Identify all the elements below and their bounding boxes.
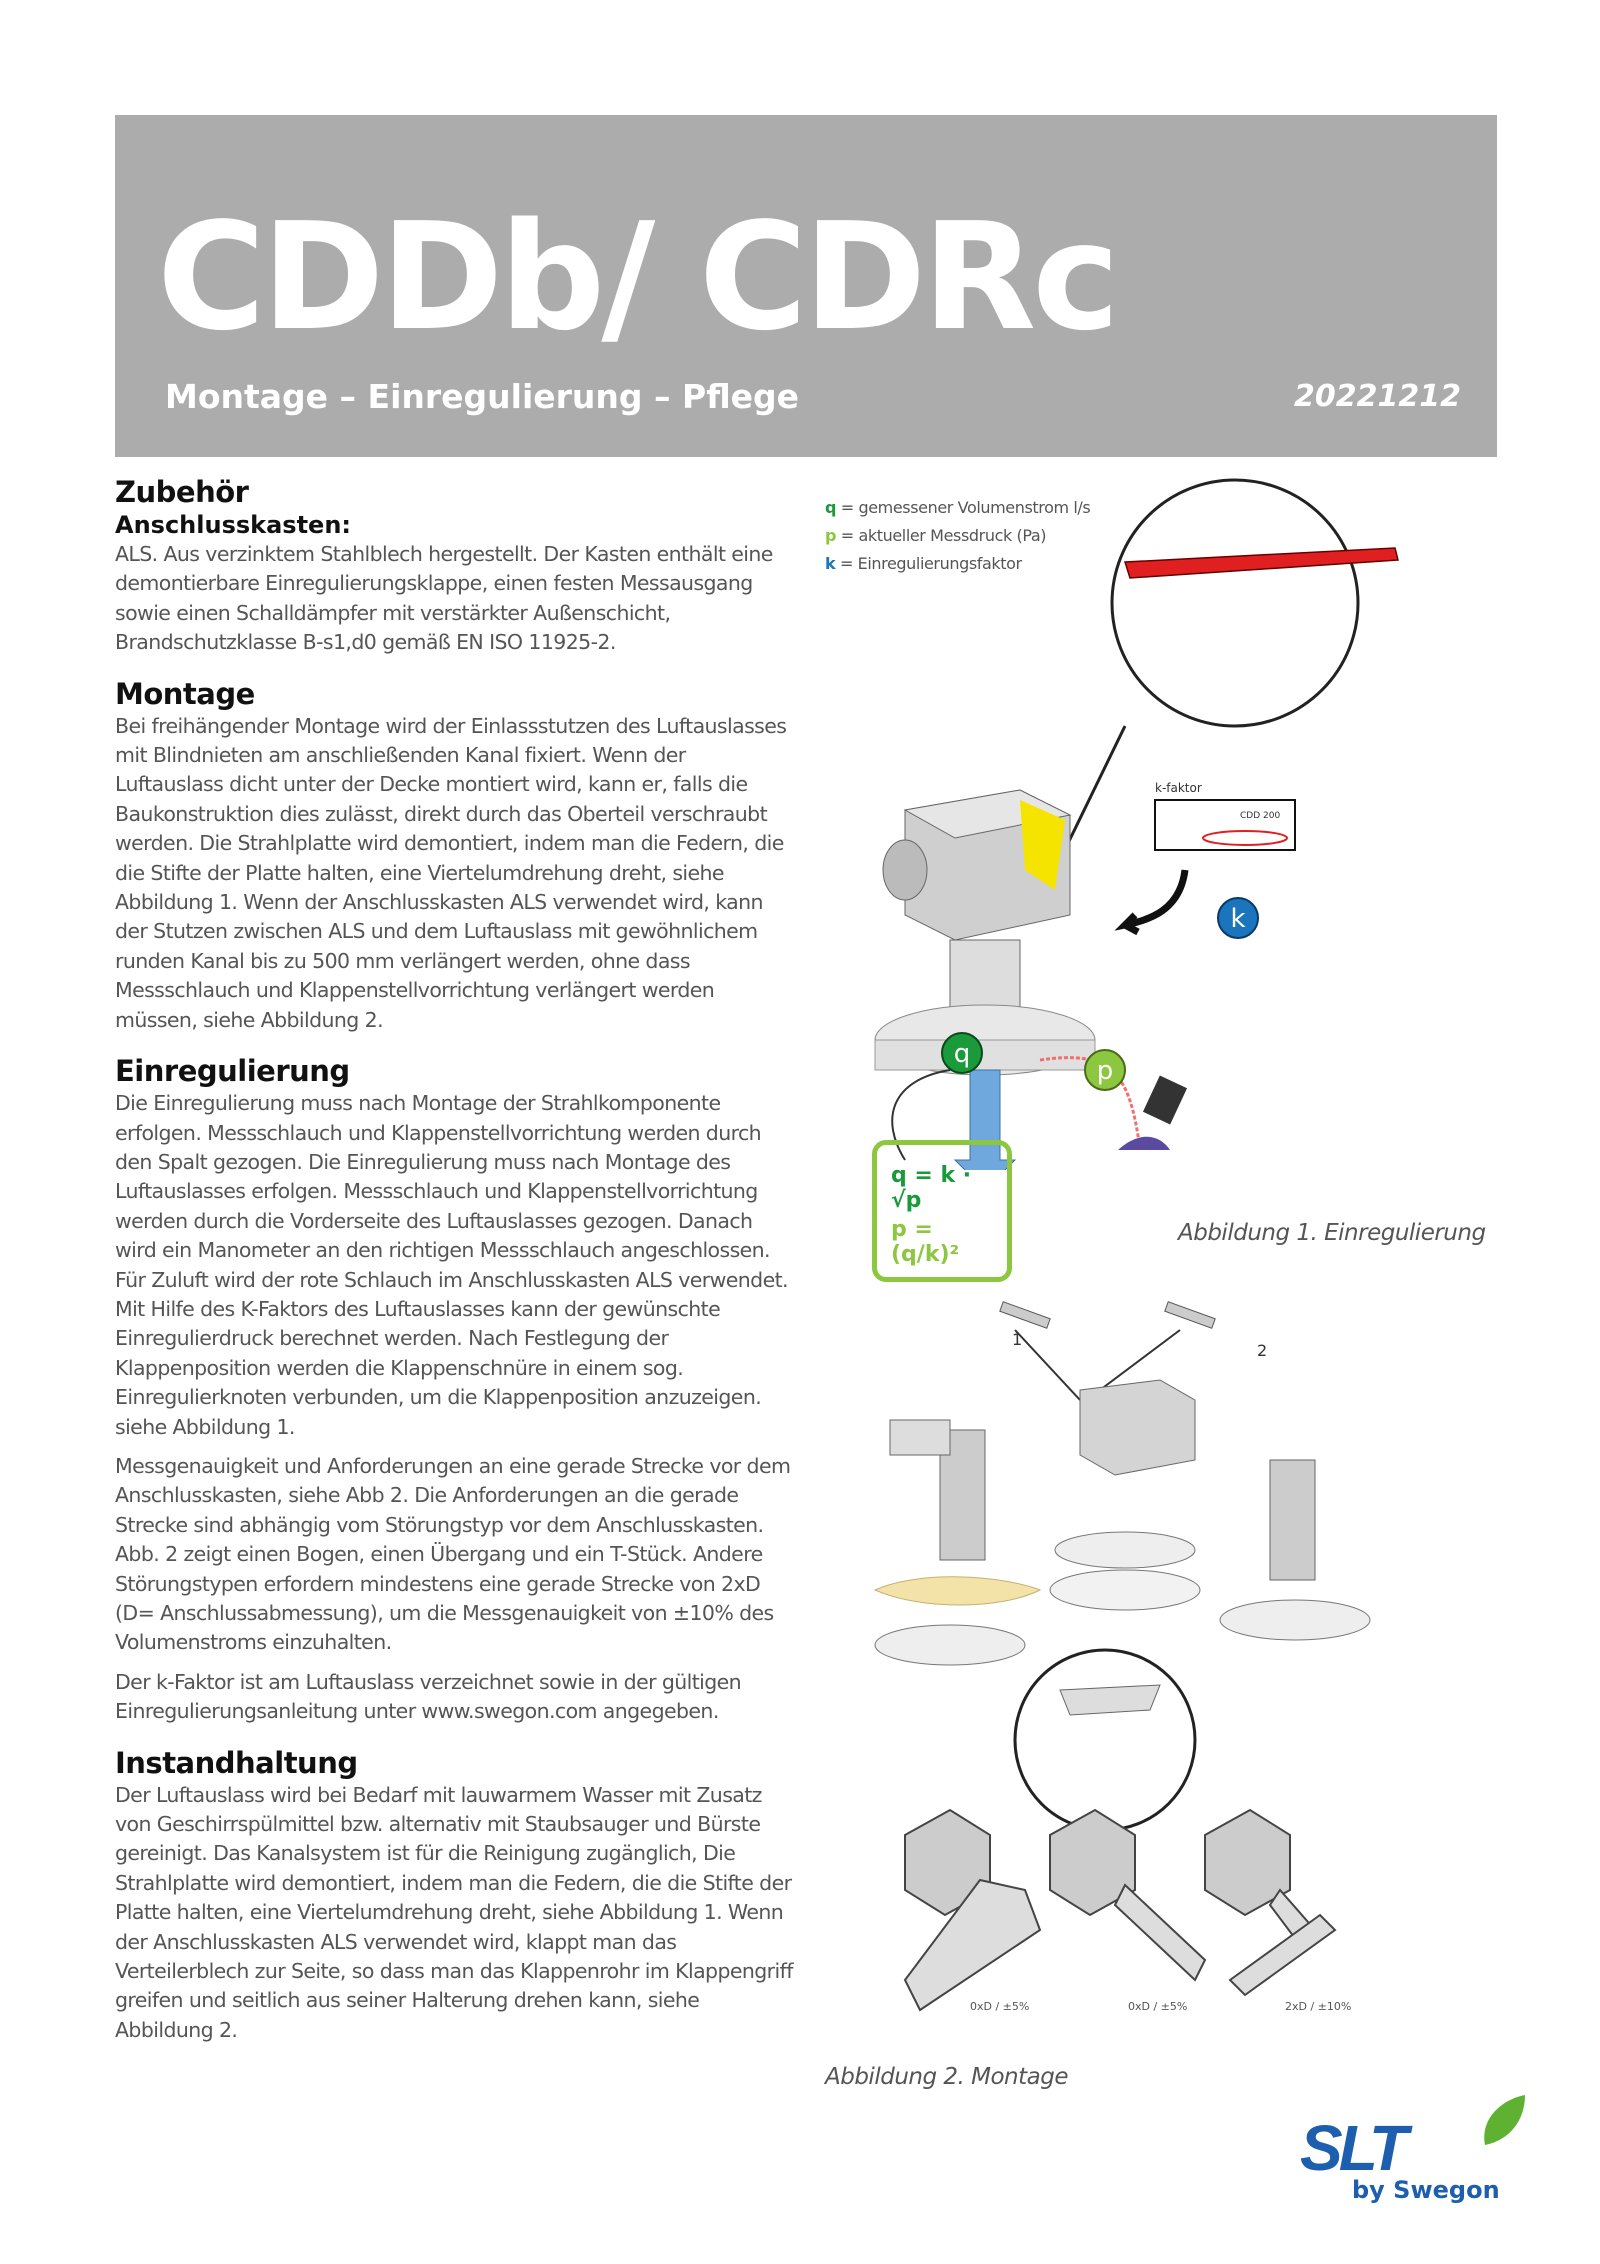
paragraph: Bei freihängender Montage wird der Einla… [115,713,787,1032]
damper-cord [891,1069,951,1161]
duct-label: 0xD / ±5% [970,2000,1029,2013]
figure1-legend: q = gemessener Volumenstrom l/s p = aktu… [825,494,1091,578]
formula-q: q = k · √p [891,1163,972,1213]
legend-item-k: k = Einregulierungsfaktor [825,550,1090,578]
badge-q: q [941,1032,983,1074]
section-subheading: Anschlusskasten: [115,511,352,539]
legend-item-p: p = aktueller Messdruck (Pa) [825,522,1090,550]
leaf-icon [1484,2095,1525,2145]
kfactor-highlight [1202,830,1288,846]
legend-symbol: p [825,526,837,545]
duct-tee [1204,1808,1337,1997]
duct-bend [903,1808,1042,2012]
assembly-line [1014,1329,1081,1401]
badge-letter: q [954,1039,971,1069]
type-plate-icon [1154,799,1296,851]
legend-text: = gemessener Volumenstrom l/s [840,498,1091,517]
document-date: 20221212 [1294,379,1461,414]
connection-box-icon [1079,1379,1196,1476]
paragraph: Der k-Faktor ist am Luftauslass verzeich… [115,1669,742,1724]
badge-circle [1217,897,1259,939]
figure2-caption: Abbildung 2. Montage [825,2064,1069,2090]
duct-extension-icon [1219,1459,1371,1641]
logo-subtitle: by Swegon [1352,2176,1500,2204]
document-title: CDDb/ CDRc [157,191,1120,363]
diffuser-plate-icon [874,1624,1026,1666]
figure1-caption: Abbildung 1. Einregulierung [1178,1220,1486,1246]
badge-k: k [1217,897,1259,939]
legend-item-q: q = gemessener Volumenstrom l/s [825,494,1091,522]
document-subtitle: Montage – Einregulierung – Pflege [165,377,800,416]
detail-magnifier [1110,478,1360,728]
fig2-label-2: 2 [1257,1341,1267,1360]
section-heading: Zubehör [115,475,249,509]
formula-p: p = (q/k)² [891,1217,960,1267]
mounting-bracket-icon [1164,1301,1216,1329]
legend-text: = Einregulierungsfaktor [839,554,1022,573]
legend-symbol: q [825,498,837,517]
logo-brand: SLT [1300,2112,1413,2184]
figure2-illustration: 1 2 0xD / ±5% 0xD / ±5% 2xD / ±10% [873,1301,1371,2013]
ceiling-panel-icon [873,1576,1042,1606]
badge-circle [1084,1049,1126,1091]
kfaktor-label: k-faktor [1155,781,1202,795]
slt-logo: SLT [1300,2095,1525,2184]
legend-text: = aktueller Messdruck (Pa) [840,526,1047,545]
paragraph: Der Luftauslass wird bei Bedarf mit lauw… [115,1782,793,2042]
duct-label: 0xD / ±5% [1128,2000,1187,2013]
section-heading: Einregulierung [115,1054,350,1089]
paragraph: ALS. Aus verzinktem Stahlblech hergestel… [115,542,773,655]
formula-box: q = k · √p p = (q/k)² [872,1140,1012,1282]
duct-tee-component-icon [889,1419,986,1561]
badge-letter: p [1097,1056,1114,1086]
legend-symbol: k [825,554,836,573]
section-heading: Instandhaltung [115,1745,358,1780]
text-column: Zubehör Anschlusskasten: ALS. Aus verzin… [115,474,795,2063]
duct-transition [1049,1808,1207,1982]
detail-magnifier [1013,1648,1197,1832]
section-instandhaltung: Instandhaltung Der Luftauslass wird bei … [115,1745,795,2046]
diffuser-assembly-icon [1049,1531,1201,1611]
arrow-icon [1114,869,1189,936]
damper-detail-icon [1059,1684,1161,1716]
plate-model: CDD 200 [1240,811,1280,821]
badge-letter: k [1230,904,1245,934]
mounting-bracket-icon [999,1301,1051,1329]
section-zubehoer: Zubehör Anschlusskasten: ALS. Aus verzin… [115,474,795,658]
paragraph: Die Einregulierung muss nach Montage der… [115,1091,789,1439]
header-banner: CDDb/ CDRc Montage – Einregulierung – Pf… [115,115,1497,457]
badge-circle [941,1032,983,1074]
paragraph: Messgenauigkeit und Anforderungen an ein… [115,1453,791,1655]
connection-box-icon [882,789,1072,1031]
section-montage: Montage Bei freihängender Montage wird d… [115,676,795,1035]
section-heading: Montage [115,676,255,711]
figure1-illustration: k-faktor CDD 200 k q p [874,478,1399,1170]
measuring-hose-icon [1123,547,1399,579]
manometer-hand-icon [1118,1075,1188,1150]
badge-p: p [1084,1049,1126,1091]
diffuser-icon [874,1004,1096,1076]
fig2-label-1: 1 [1012,1330,1022,1349]
section-einregulierung: Einregulierung Die Einregulierung muss n… [115,1053,795,1727]
duct-label: 2xD / ±10% [1285,2000,1351,2013]
